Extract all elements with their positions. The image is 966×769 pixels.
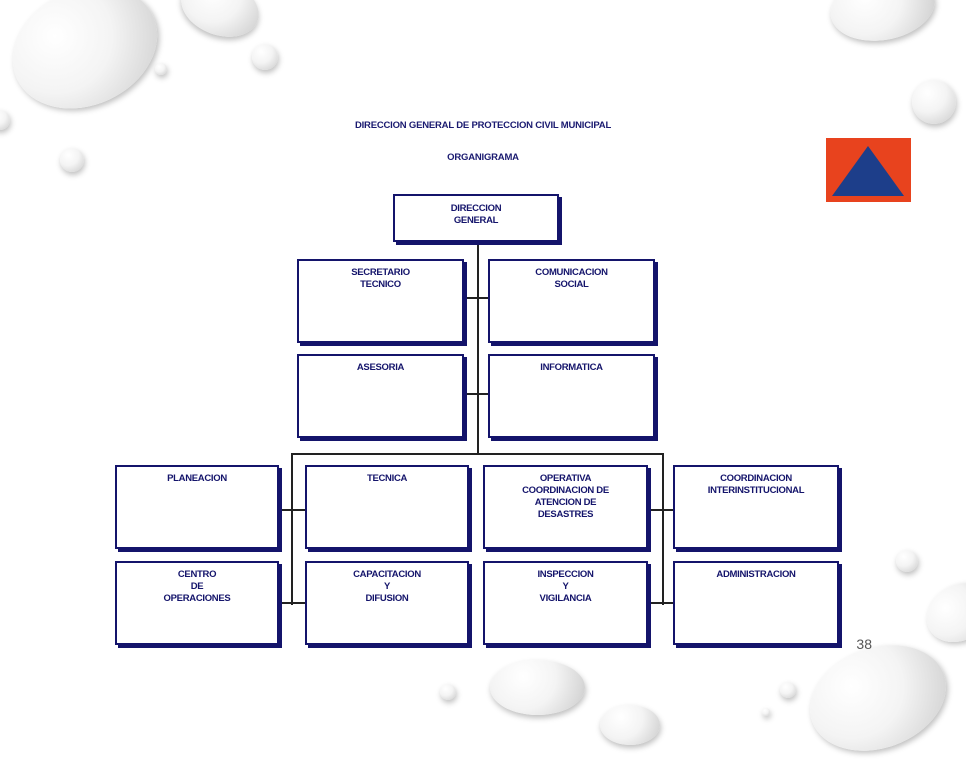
node-comunicacion-social: COMUNICACION SOCIAL: [488, 259, 655, 343]
node-coordinacion-interinstitucional: COORDINACION INTERINSTITUCIONAL: [673, 465, 839, 549]
node-label: OPERATIVA COORDINACION DE ATENCION DE DE…: [522, 473, 609, 520]
connector-line: [462, 297, 492, 299]
connector-line: [277, 602, 307, 604]
node-label: DIRECCION GENERAL: [450, 203, 502, 226]
node-centro-operaciones: CENTRO DE OPERACIONES: [115, 561, 279, 645]
chart-title: DIRECCION GENERAL DE PROTECCION CIVIL MU…: [354, 120, 612, 131]
water-drop-decoration: [155, 63, 167, 75]
connector-line: [291, 453, 293, 605]
water-drop-decoration: [912, 80, 956, 124]
water-drop-decoration: [780, 682, 796, 698]
node-operativa: OPERATIVA COORDINACION DE ATENCION DE DE…: [483, 465, 648, 549]
node-label: INSPECCION Y VIGILANCIA: [537, 569, 594, 604]
node-direccion-general: DIRECCION GENERAL: [393, 194, 559, 242]
connector-line: [291, 453, 663, 455]
water-drop-decoration: [173, 0, 267, 48]
water-drop-decoration: [0, 0, 178, 132]
water-drop-decoration: [825, 0, 940, 49]
node-planeacion: PLANEACION: [115, 465, 279, 549]
node-administracion: ADMINISTRACION: [673, 561, 839, 645]
node-secretario-tecnico: SECRETARIO TECNICO: [297, 259, 464, 343]
node-label: CAPACITACION Y DIFUSION: [353, 569, 421, 604]
water-drop-decoration: [60, 148, 84, 172]
chart-subtitle: ORGANIGRAMA: [447, 152, 519, 163]
node-label: PLANEACION: [167, 473, 227, 484]
connector-line: [277, 509, 307, 511]
node-informatica: INFORMATICA: [488, 354, 655, 438]
connector-line: [462, 393, 492, 395]
node-inspeccion-vigilancia: INSPECCION Y VIGILANCIA: [483, 561, 648, 645]
connector-line: [647, 509, 677, 511]
connector-line: [647, 602, 677, 604]
triangle-icon: [832, 146, 904, 196]
node-label: INFORMATICA: [540, 362, 603, 373]
water-drop-decoration: [795, 627, 961, 769]
node-label: CENTRO DE OPERACIONES: [163, 569, 231, 604]
node-label: TECNICA: [366, 473, 408, 484]
water-drop-decoration: [896, 550, 918, 572]
civil-protection-logo: [826, 138, 911, 202]
node-capacitacion-difusion: CAPACITACION Y DIFUSION: [305, 561, 469, 645]
water-drop-decoration: [440, 684, 456, 700]
connector-line: [477, 242, 479, 454]
node-label: COORDINACION INTERINSTITUCIONAL: [707, 473, 805, 496]
node-label: SECRETARIO TECNICO: [351, 267, 410, 290]
water-drop-decoration: [490, 660, 585, 715]
node-label: COMUNICACION SOCIAL: [535, 267, 608, 290]
connector-line: [662, 453, 664, 605]
water-drop-decoration: [762, 708, 770, 716]
page-number: 38: [856, 636, 872, 652]
node-label: ADMINISTRACION: [716, 569, 796, 580]
water-drop-decoration: [252, 44, 278, 70]
node-asesoria: ASESORIA: [297, 354, 464, 438]
water-drop-decoration: [600, 705, 660, 745]
node-label: ASESORIA: [356, 362, 405, 373]
water-drop-decoration: [915, 571, 966, 654]
water-drop-decoration: [0, 110, 10, 130]
node-tecnica: TECNICA: [305, 465, 469, 549]
